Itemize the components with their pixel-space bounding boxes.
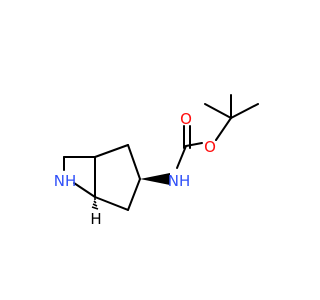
bond-ring-c3-c4 [127,144,141,180]
bond-azetidine-n-c1 [73,182,96,198]
carbonyl-oxygen-label: O [180,110,192,128]
molecule-structure-diagram: O O NH NH H [54,94,259,228]
bond-carbonyl-to-nitrogen [176,145,187,169]
bond-ring-c4-c5 [94,144,129,158]
bond-ring-c1-c2 [94,196,129,211]
stereo-h-label: H [90,210,101,228]
wedge-bond-ring-to-nh [140,173,170,185]
carbamate-nh-label: NH [168,172,191,190]
bond-ester-oxygen-to-carbonyl [185,142,203,147]
azetidine-nh-label: NH [54,172,77,190]
bond-ring-c2-c3 [127,178,141,211]
hashed-bond-to-h [91,198,99,210]
bond-tbu-methyl-left [204,103,232,119]
bond-tbu-methyl-right [230,103,259,119]
bond-tbu-to-ester-oxygen [215,117,232,141]
ester-oxygen-label: O [204,138,216,156]
